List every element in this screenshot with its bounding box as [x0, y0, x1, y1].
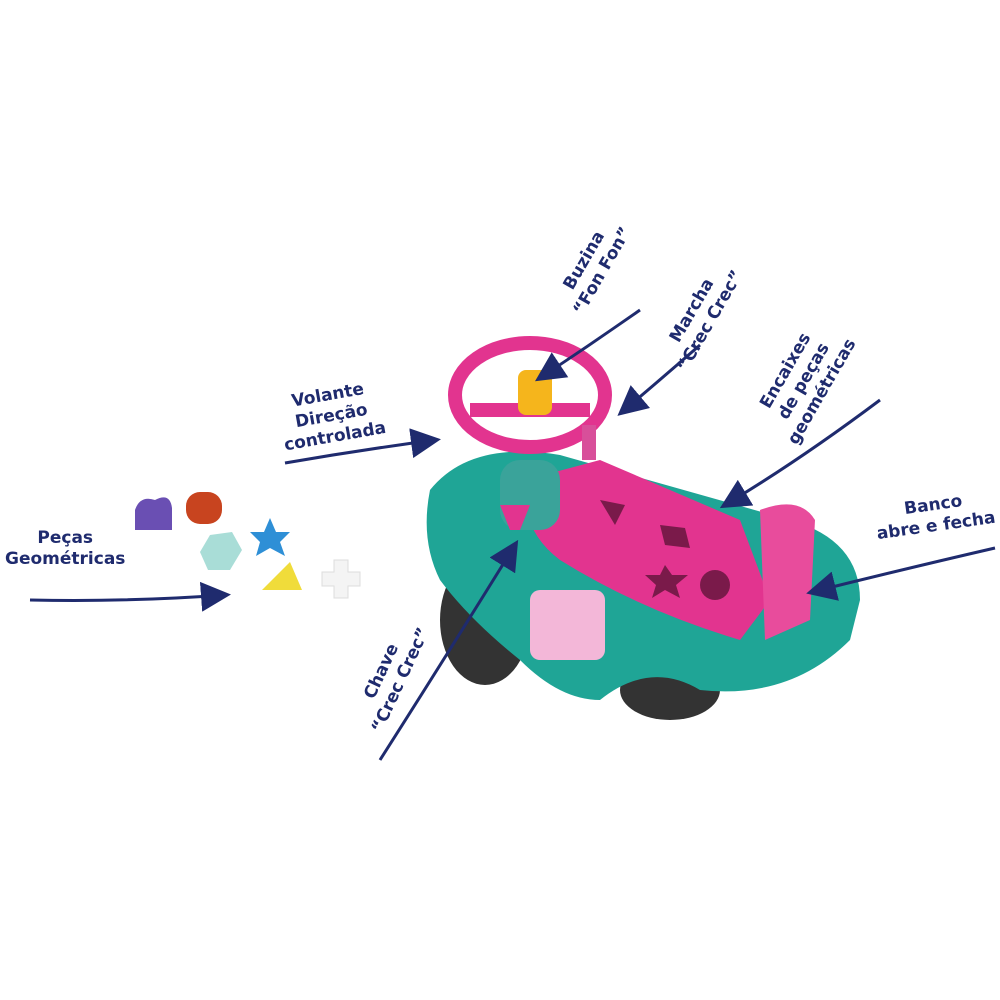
- hexagon-piece: [200, 532, 242, 570]
- arrow-volante: [284, 428, 441, 465]
- gear-shifter: [582, 425, 596, 460]
- horn: [518, 370, 552, 415]
- arrow-pecas: [29, 581, 231, 612]
- label-line: Geométricas: [5, 549, 126, 569]
- triangle-piece: [262, 562, 302, 590]
- label-pecas: Peças Geométricas: [5, 528, 125, 570]
- key: [500, 505, 530, 530]
- arrow-buzina: [534, 308, 641, 382]
- ride-on-toy: [426, 336, 860, 720]
- seat-back: [760, 504, 815, 640]
- geometric-pieces: [135, 492, 361, 599]
- star-piece: [250, 518, 290, 556]
- arrow-chave: [378, 539, 519, 761]
- arrow-banco: [806, 546, 996, 601]
- arrows: [29, 308, 996, 761]
- sticker: [530, 590, 605, 660]
- cross-piece: [321, 559, 361, 599]
- label-line: Peças: [37, 528, 94, 548]
- heart-piece: [135, 497, 172, 530]
- arrow-encaixes: [719, 398, 881, 509]
- arrow-marcha: [617, 343, 701, 416]
- steering-wheel: [448, 336, 612, 454]
- cylinder-piece: [186, 492, 222, 524]
